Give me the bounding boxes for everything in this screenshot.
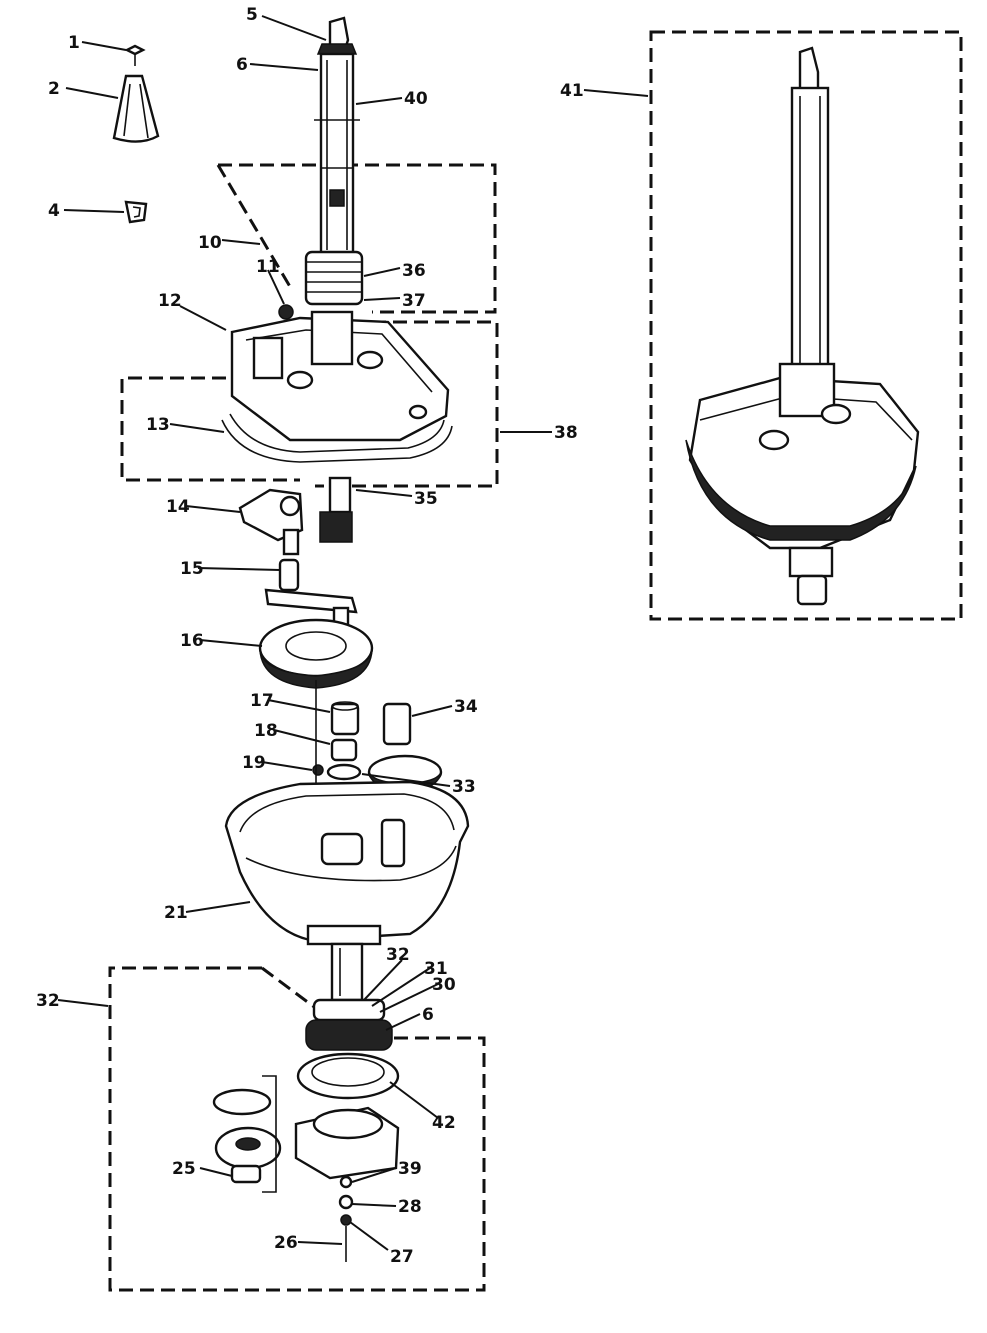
callout-38: 38: [554, 423, 578, 443]
part-2-cap: [112, 74, 160, 143]
callout-27: 27: [390, 1247, 414, 1267]
part-6-bearing: [305, 998, 393, 1051]
callout-11: 11: [256, 257, 280, 277]
callout-32-box: 32: [36, 991, 60, 1011]
callout-21: 21: [164, 903, 188, 923]
part-18-bushing: [330, 738, 358, 762]
part-11-screw: [278, 304, 294, 320]
callout-42: 42: [432, 1113, 456, 1133]
part-1-screw: [124, 44, 146, 66]
callout-10: 10: [198, 233, 222, 253]
callout-25: 25: [172, 1159, 196, 1179]
callout-36: 36: [402, 261, 426, 281]
callout-19: 19: [242, 753, 266, 773]
callout-33: 33: [452, 777, 476, 797]
part-42-brake-ring: [296, 1052, 400, 1100]
part-36-spring: [304, 250, 364, 306]
callout-34: 34: [454, 697, 478, 717]
callout-26: 26: [274, 1233, 298, 1253]
part-19-washer: [312, 763, 362, 781]
callout-1: 1: [68, 33, 80, 53]
callout-32: 32: [386, 945, 410, 965]
subassembly-box-shaft: [216, 163, 497, 314]
lower-shaft: [330, 942, 364, 1002]
part-5-shaft-tip: [316, 16, 358, 55]
part-25-brake-pad-kit: [212, 1075, 282, 1193]
leader-lines: [57, 15, 649, 1251]
callout-35: 35: [414, 489, 438, 509]
callout-15: 15: [180, 559, 204, 579]
assembly-box-complete-transmission: [649, 30, 963, 621]
part-41-transmission-assembly: [685, 46, 920, 606]
callout-28: 28: [398, 1197, 422, 1217]
callout-5: 5: [246, 5, 258, 25]
part-40-agitator-shaft: [314, 52, 360, 256]
part-12-gear-case-cover: [230, 304, 450, 442]
callout-6-lower: 6: [422, 1005, 434, 1025]
callout-13: 13: [146, 415, 170, 435]
part-35-pinion: [319, 476, 353, 543]
part-34-pinion-gear: [367, 702, 443, 793]
subassembly-box-case-cover: [120, 320, 499, 488]
brake-housing: [294, 1106, 400, 1180]
callout-4: 4: [48, 201, 60, 221]
callout-6-upper: 6: [236, 55, 248, 75]
part-21-gear-case: [224, 780, 470, 946]
callout-41: 41: [560, 81, 584, 101]
callout-18: 18: [254, 721, 278, 741]
parts-26-27-28-39-fasteners: [338, 1175, 354, 1262]
callout-16: 16: [180, 631, 204, 651]
callout-39: 39: [398, 1159, 422, 1179]
part-17-sleeve: [330, 701, 360, 736]
callout-12: 12: [158, 291, 182, 311]
part-13-gasket: [221, 413, 453, 463]
callout-37: 37: [402, 291, 426, 311]
callout-30: 30: [432, 975, 456, 995]
callout-labels: 1 2 4 5 6 40 10 11 12 36 37 38 13 14 35 …: [36, 5, 584, 1267]
callout-17: 17: [250, 691, 274, 711]
part-16-drive-gear: [258, 618, 374, 689]
callout-14: 14: [166, 497, 190, 517]
callout-31: 31: [424, 959, 448, 979]
callout-40: 40: [404, 89, 428, 109]
part-14-crank: [238, 488, 304, 556]
part-4-clip: [124, 200, 148, 224]
callout-2: 2: [48, 79, 60, 99]
